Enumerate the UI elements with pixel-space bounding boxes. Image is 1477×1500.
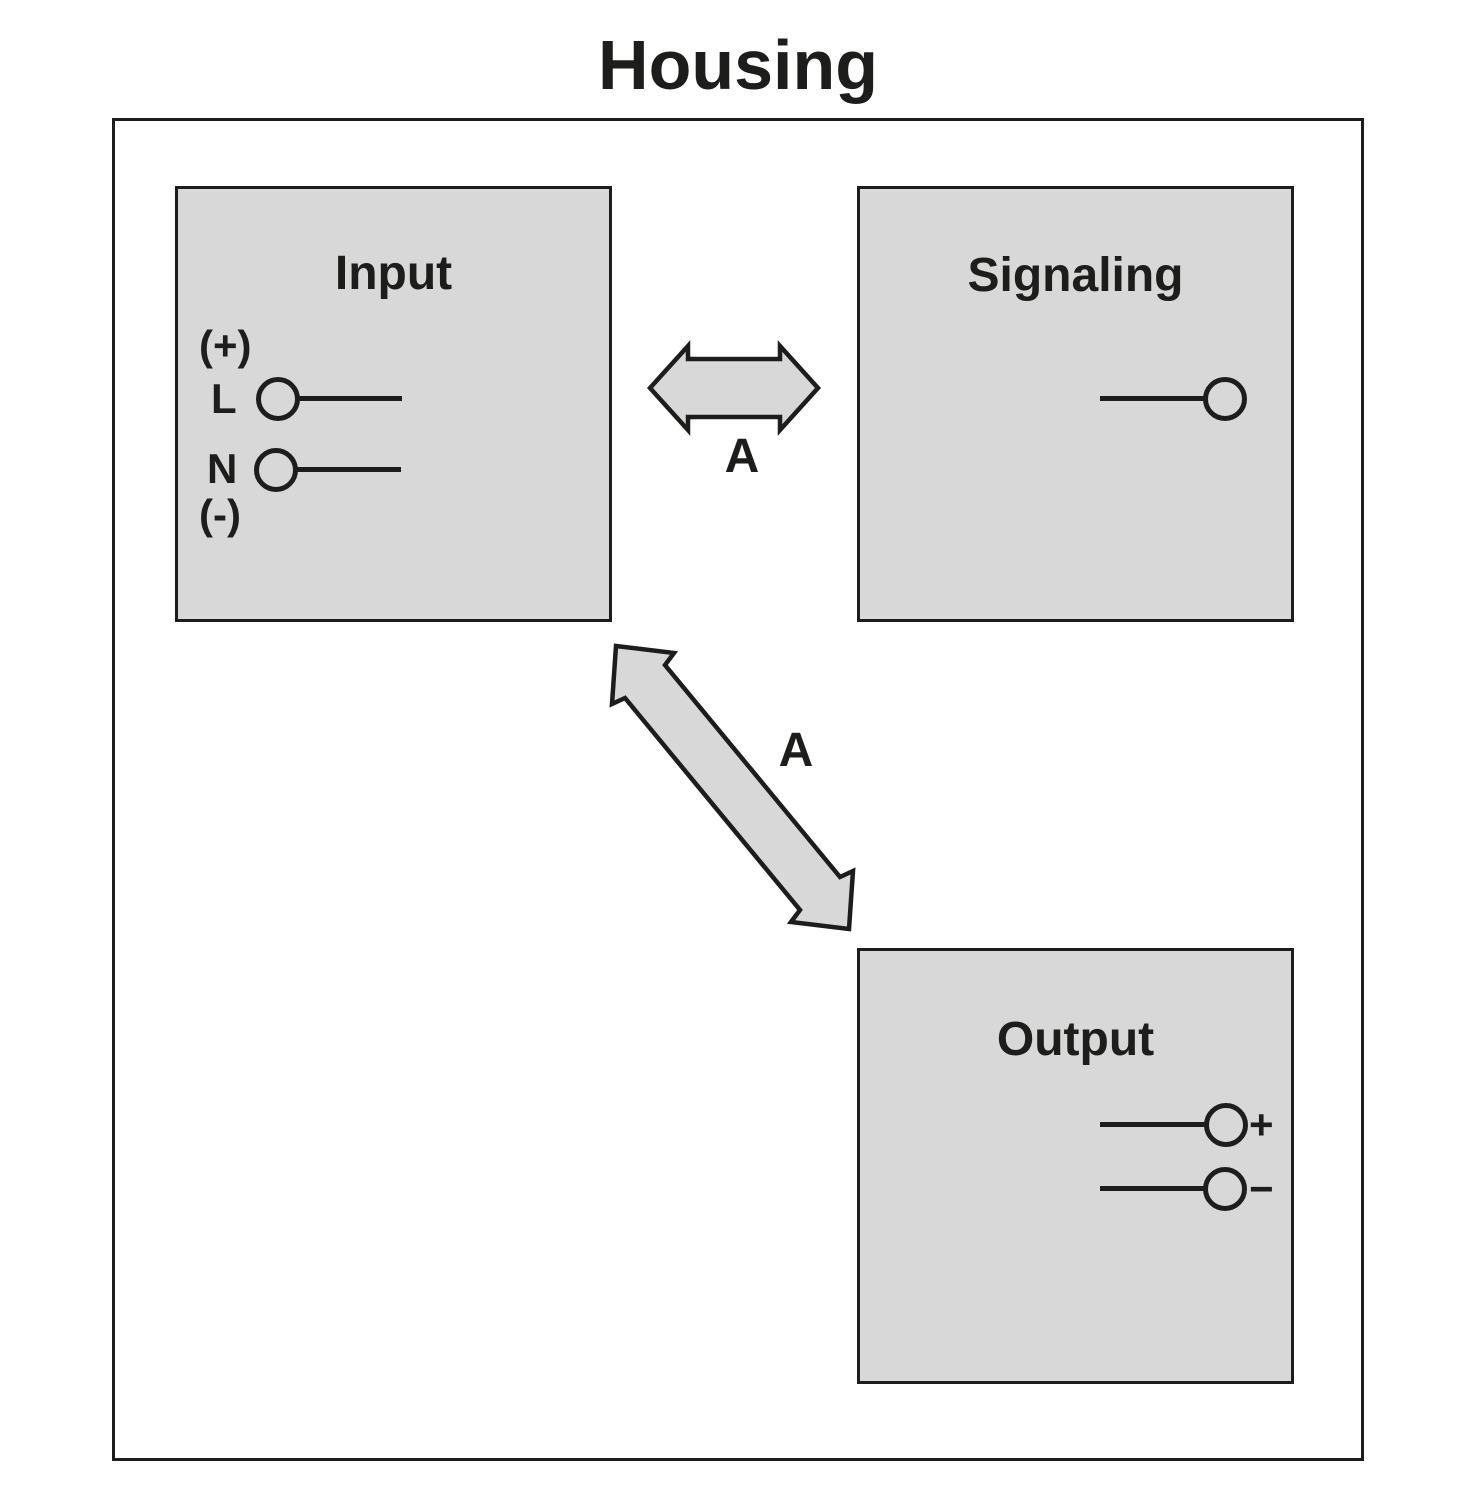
output-plus-terminal-label: + [1249, 1101, 1274, 1148]
input-signaling-arrow-label: A [724, 430, 760, 483]
signaling-terminal-circle-icon [1203, 377, 1247, 421]
signaling-block: Signaling [857, 186, 1294, 622]
output-plus-terminal-wire [1100, 1122, 1206, 1127]
output-minus-terminal-circle-icon [1203, 1167, 1247, 1211]
input-signaling-double-arrow-icon [646, 340, 822, 436]
input-output-double-arrow-shape [609, 643, 856, 932]
output-block: Output + − [857, 948, 1294, 1384]
input-output-double-arrow-icon [609, 643, 856, 932]
input-plus-polarity-label: (+) [199, 322, 252, 369]
signaling-terminal-wire [1100, 396, 1205, 401]
input-line-terminal-wire [299, 396, 402, 401]
diagram-title: Housing [598, 26, 878, 104]
input-line-terminal-circle-icon [256, 377, 300, 421]
output-block-title: Output [996, 1013, 1155, 1066]
signaling-block-title: Signaling [967, 249, 1184, 302]
input-line-terminal-label: L [211, 375, 237, 422]
input-block: Input (+) L N (-) [175, 186, 612, 622]
input-neutral-terminal-wire [297, 467, 401, 472]
output-plus-terminal-circle-icon [1204, 1103, 1248, 1147]
input-block-title: Input [334, 247, 453, 300]
output-minus-terminal-wire [1100, 1186, 1205, 1191]
input-minus-polarity-label: (-) [199, 491, 241, 538]
input-output-arrow-label: A [778, 724, 814, 777]
output-minus-terminal-label: − [1249, 1165, 1274, 1212]
input-neutral-terminal-label: N [207, 445, 238, 492]
input-neutral-terminal-circle-icon [254, 448, 298, 492]
input-signaling-double-arrow-shape [646, 340, 822, 436]
